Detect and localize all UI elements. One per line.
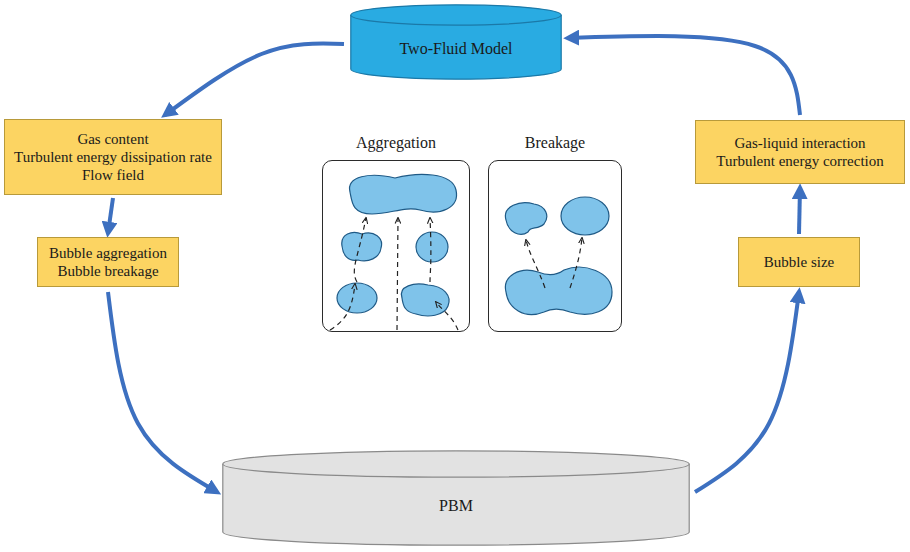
panel-heading: Aggregation xyxy=(303,134,489,152)
bubble xyxy=(416,232,448,262)
node-label: PBM xyxy=(439,497,473,515)
model-cylinder: PBM xyxy=(222,450,690,546)
process-box: Gas-liquid interactionTurbulent energy c… xyxy=(695,120,905,184)
bubble-fragment xyxy=(505,203,546,235)
node-label: Bubble size xyxy=(764,253,834,271)
process-box: Bubble size xyxy=(738,237,860,287)
flow-arrow xyxy=(108,292,217,492)
node-label: Two-Fluid Model xyxy=(399,40,512,58)
bubble xyxy=(401,284,449,316)
node-label: Turbulent energy dissipation rate xyxy=(14,148,212,166)
process-box: Gas contentTurbulent energy dissipation … xyxy=(4,119,222,195)
flow-arrow xyxy=(108,198,113,233)
node-label: Flow field xyxy=(82,166,144,184)
node-label: Gas content xyxy=(77,130,148,148)
illustration-panel: Breakage xyxy=(488,160,622,332)
bubble-fragment xyxy=(561,197,609,235)
dashed-path xyxy=(570,238,582,288)
model-cylinder: Two-Fluid Model xyxy=(350,4,562,80)
bubble xyxy=(337,283,377,313)
dashed-path xyxy=(526,240,545,288)
node-label: Bubble breakage xyxy=(57,262,158,280)
process-box: Bubble aggregationBubble breakage xyxy=(37,237,179,287)
dashed-path xyxy=(397,218,398,330)
dashed-path xyxy=(429,218,431,282)
panel-heading: Breakage xyxy=(469,134,641,152)
dashed-path xyxy=(354,218,366,282)
illustration-panel: Aggregation xyxy=(322,160,470,332)
node-label: Turbulent energy correction xyxy=(716,152,883,170)
dashed-path xyxy=(436,302,458,330)
merged-bubble xyxy=(350,174,457,214)
node-label: Bubble aggregation xyxy=(49,244,167,262)
flow-arrow xyxy=(568,36,800,115)
parent-bubble xyxy=(505,267,612,314)
flow-arrow xyxy=(799,188,800,234)
flow-arrow xyxy=(165,44,344,115)
node-label: Gas-liquid interaction xyxy=(734,134,865,152)
flow-arrow xyxy=(695,292,799,492)
dashed-path xyxy=(330,284,355,330)
